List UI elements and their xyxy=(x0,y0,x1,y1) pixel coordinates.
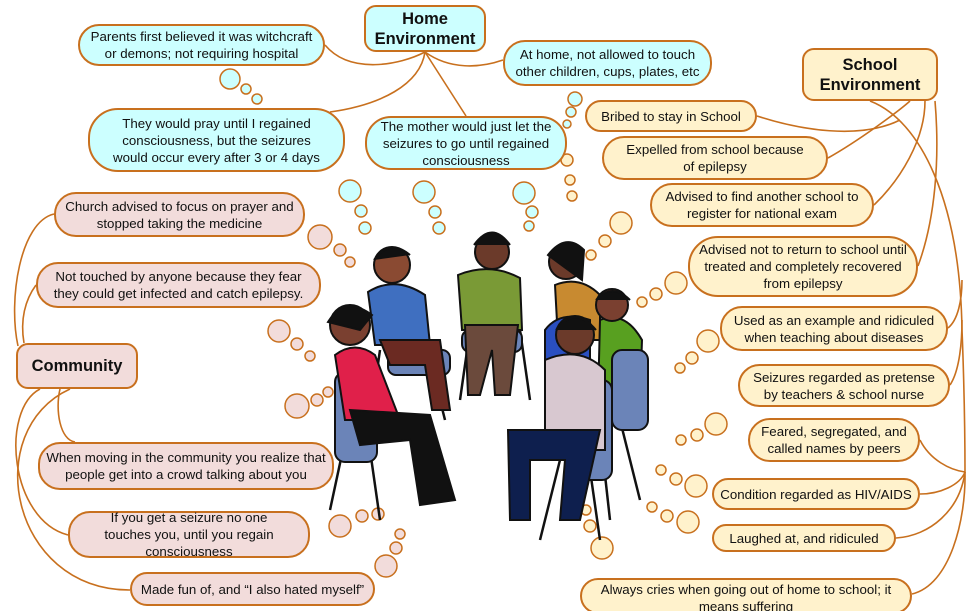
connector xyxy=(324,44,426,66)
connector xyxy=(947,279,963,329)
connector xyxy=(869,100,963,331)
home-item: They would pray until I regained conscio… xyxy=(88,108,345,172)
connector xyxy=(919,471,966,495)
community-item: Not touched by anyone because they fear … xyxy=(36,262,321,308)
school-item: Condition regarded as HIV/AIDS xyxy=(712,478,920,510)
school-item: Advised not to return to school until tr… xyxy=(688,236,918,297)
school-item: Bribed to stay in School xyxy=(585,100,757,132)
community-item: Church advised to focus on prayer and st… xyxy=(54,192,305,237)
community-item: Made fun of, and “I also hated myself” xyxy=(130,572,375,606)
school-item: Always cries when going out of home to s… xyxy=(580,578,912,611)
connector xyxy=(13,213,55,347)
home-item: The mother would just let the seizures t… xyxy=(365,116,567,170)
connector xyxy=(329,51,426,113)
connector xyxy=(827,100,911,159)
school-item: Seizures regarded as pretense by teacher… xyxy=(738,364,950,407)
community-item: If you get a seizure no one touches you,… xyxy=(68,510,310,559)
school-item: Used as an example and ridiculed when te… xyxy=(720,306,948,351)
home-item: Parents first believed it was witchcraft… xyxy=(78,24,325,66)
connector xyxy=(21,284,37,344)
connector xyxy=(756,115,901,133)
connector xyxy=(949,319,963,386)
school-item: Feared, segregated, and called names by … xyxy=(748,418,920,462)
connector xyxy=(895,471,966,539)
connector xyxy=(917,100,938,267)
connector xyxy=(919,329,966,473)
community-item: When moving in the community you realize… xyxy=(38,442,334,490)
connector xyxy=(424,51,504,67)
school-environment-title: School Environment xyxy=(802,48,938,101)
school-item: Advised to find another school to regist… xyxy=(650,183,874,227)
community-title: Community xyxy=(16,343,138,389)
connector xyxy=(911,471,966,595)
home-item: At home, not allowed to touch other chil… xyxy=(503,40,712,86)
school-item: Laughed at, and ridiculed xyxy=(712,524,896,552)
home-environment-title: Home Environment xyxy=(364,5,486,52)
connector xyxy=(873,100,926,206)
school-item: Expelled from school because of epilepsy xyxy=(602,136,828,180)
connector xyxy=(424,51,467,117)
connector xyxy=(16,388,131,591)
